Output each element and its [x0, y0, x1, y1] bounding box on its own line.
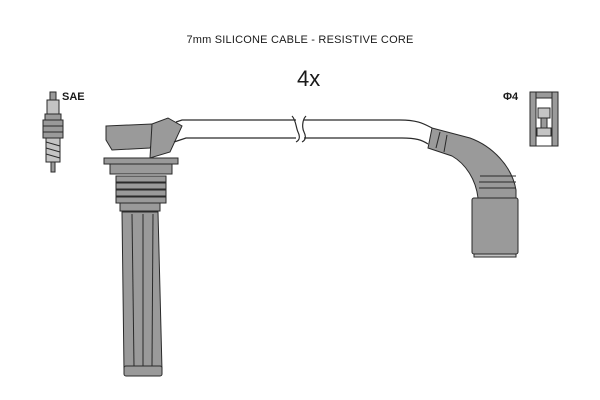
- distributor-boot-icon: [427, 127, 519, 258]
- spark-plug-type-label: SAE: [62, 91, 85, 103]
- silicone-cable: [173, 115, 433, 145]
- plug-boot-icon: [103, 117, 183, 377]
- terminal-icon: [529, 91, 559, 147]
- terminal-diameter-label: Φ4: [503, 91, 519, 103]
- quantity-label: 4x: [297, 66, 321, 91]
- spark-plug-icon: [42, 91, 64, 173]
- caption-text: 7mm SILICONE CABLE - RESISTIVE CORE: [186, 34, 414, 46]
